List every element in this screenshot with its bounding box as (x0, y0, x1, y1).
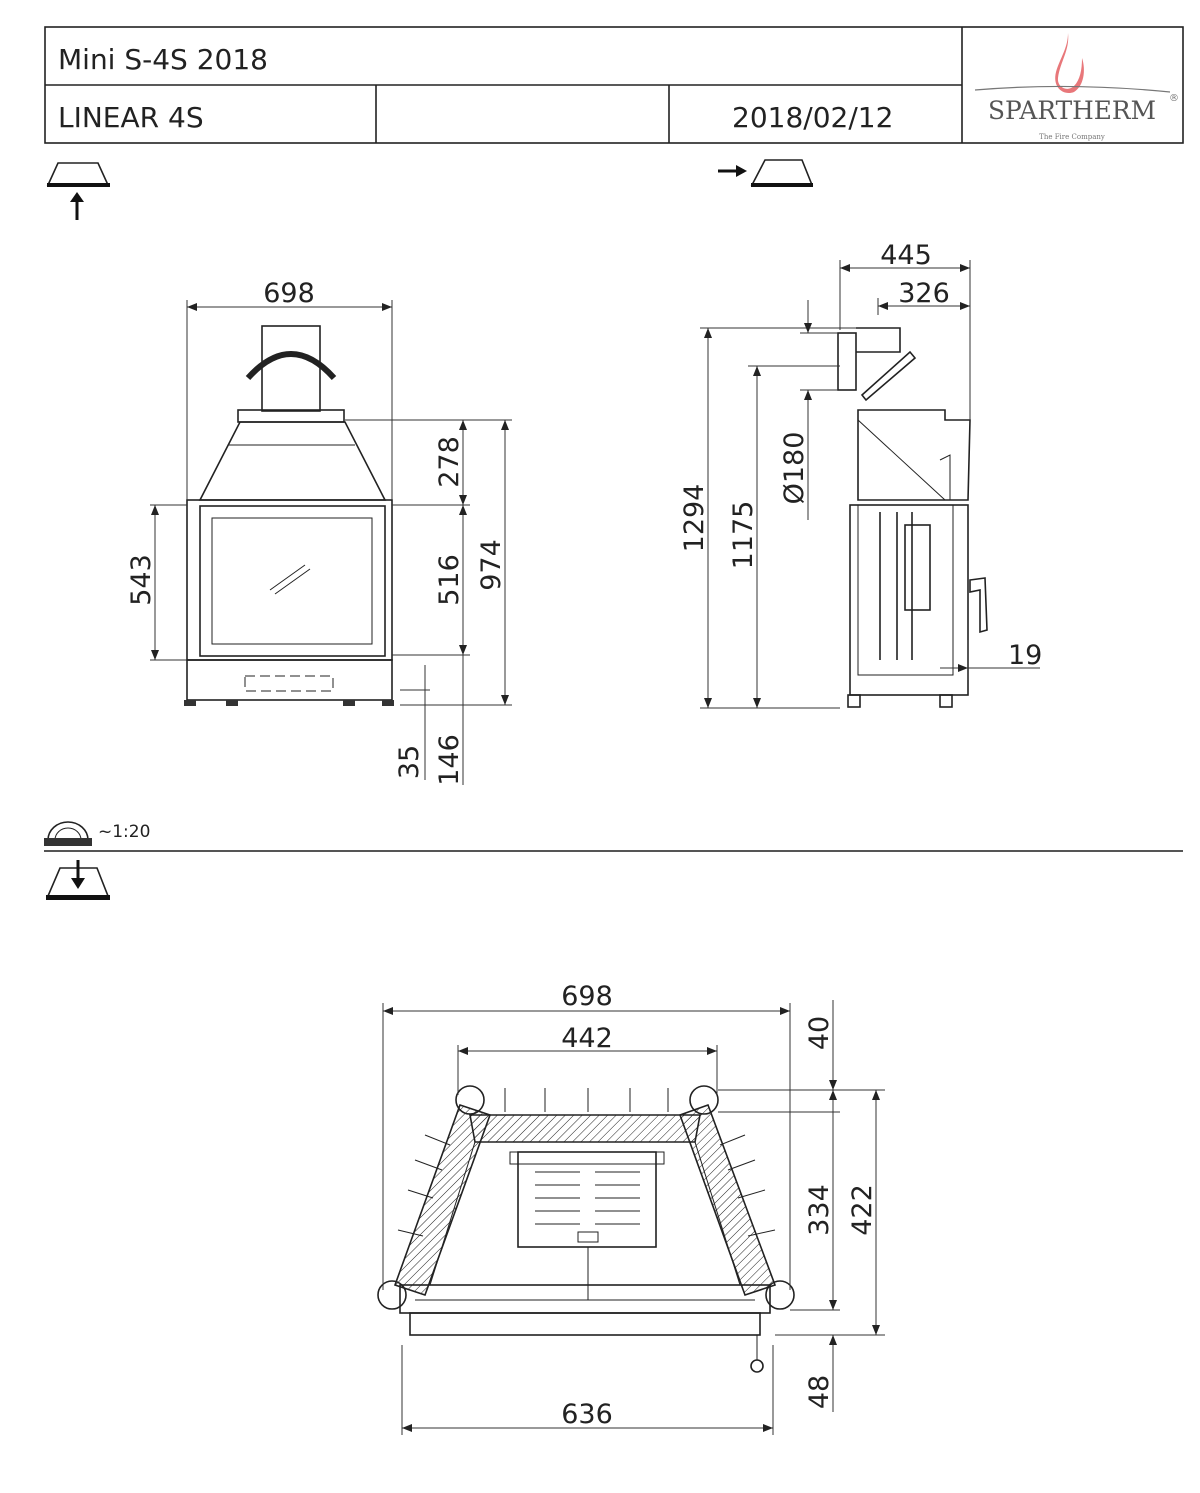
side-view-icon (718, 159, 814, 187)
front-dimensions: 698 278 516 974 543 35 146 (126, 278, 512, 786)
dim-hood-height: 278 (434, 436, 465, 488)
dim-base: 146 (434, 734, 465, 786)
plan-view-icon (46, 860, 110, 900)
dim-plan-rear: 40 (804, 1016, 835, 1050)
series-name: LINEAR 4S (58, 101, 204, 134)
dim-side-inner: 326 (898, 278, 950, 309)
dim-side-depth: 445 (880, 240, 932, 271)
side-view (837, 327, 988, 708)
dim-plan-depth: 334 (804, 1184, 835, 1236)
registered-mark: ® (1169, 93, 1179, 104)
dim-front-width: 698 (263, 278, 315, 309)
dim-side-total: 1294 (679, 484, 710, 553)
dim-front-total: 974 (476, 539, 507, 591)
scale-label: ~1:20 (98, 822, 150, 842)
dim-opening: 543 (126, 554, 157, 606)
front-view-icon (46, 162, 110, 220)
plan-dimensions: 698 442 40 334 422 48 636 (382, 981, 885, 1435)
title-block: Mini S-4S 2018 LINEAR 4S 2018/02/12 SPAR… (44, 26, 1184, 144)
dim-door-height: 516 (434, 554, 465, 606)
tagline-text: The Fire Company (1039, 133, 1105, 141)
dim-plan-front-width: 636 (561, 1399, 613, 1430)
spartherm-logo: SPARTHERM ® The Fire Company (974, 33, 1179, 141)
side-dimensions: 445 326 1294 1175 Ø180 19 (679, 240, 1042, 709)
brand-text: SPARTHERM (988, 96, 1156, 125)
drawing-date: 2018/02/12 (732, 101, 893, 134)
dim-flue-height: 1175 (728, 501, 759, 570)
front-view (184, 325, 394, 706)
model-name: Mini S-4S 2018 (58, 43, 268, 76)
dim-flue-diameter: Ø180 (779, 432, 810, 505)
dim-plan-width: 698 (561, 981, 613, 1012)
scale-icon (44, 821, 92, 846)
dim-foot: 35 (394, 745, 425, 779)
dim-plan-front: 48 (804, 1375, 835, 1409)
dim-handle: 19 (1008, 640, 1042, 671)
plan-view (377, 1085, 795, 1373)
dim-plan-back: 442 (561, 1023, 613, 1054)
dim-plan-total-depth: 422 (847, 1184, 878, 1236)
